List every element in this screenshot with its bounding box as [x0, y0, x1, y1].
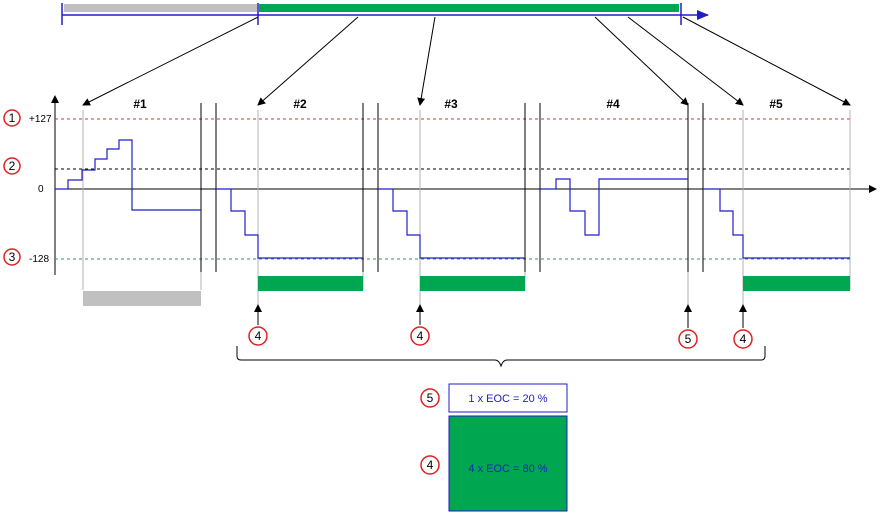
callout-number: 3	[9, 250, 16, 264]
upper-axis-label: +127	[29, 114, 52, 125]
window-label-3: #3	[444, 97, 458, 111]
summary-big-box-text: 4 x EOC = 80 %	[468, 463, 547, 475]
signal-window-3	[378, 188, 525, 259]
connector-window-2-start	[257, 16, 359, 106]
callout-number: 2	[9, 159, 16, 173]
green-result-bar-window-2	[258, 276, 363, 291]
timeline-green-bar	[259, 4, 679, 12]
callout-number: 5	[427, 391, 434, 405]
callout-upper: 1	[3, 109, 21, 127]
callout-bottom-window-2: 4	[248, 304, 268, 346]
green-result-bar-window-3	[420, 276, 525, 291]
callout-lower: 3	[3, 248, 21, 266]
top-timeline	[61, 3, 709, 25]
summary-small-callout: 5	[420, 388, 440, 408]
connector-window-3-start	[417, 16, 436, 106]
callout-circle	[678, 329, 698, 349]
callout-circle	[248, 326, 268, 346]
signal-traces	[55, 139, 850, 259]
callout-number: 4	[740, 332, 747, 346]
summary-small-box-text: 1 x EOC = 20 %	[468, 393, 547, 405]
callout-number: 4	[417, 329, 424, 343]
callout-mid: 2	[3, 157, 21, 175]
summary-small-box	[448, 383, 568, 413]
signal-window-2	[216, 188, 363, 259]
green-result-bar-window-5	[743, 276, 850, 291]
callout-circle	[3, 248, 21, 266]
window-dividers	[200, 103, 704, 272]
threshold-lines	[55, 118, 852, 260]
connector-window-1-start	[82, 16, 259, 106]
group-brace	[236, 346, 766, 368]
callout-circle	[420, 455, 440, 475]
connector-window-5-start	[627, 16, 744, 106]
signal-window-5	[703, 188, 850, 259]
zero-axis-label: 0	[38, 184, 44, 195]
summary-big-box	[448, 415, 568, 512]
timeline-gray-bar	[64, 4, 257, 12]
signal-window-4	[540, 178, 688, 236]
connector-arrows	[82, 16, 851, 106]
callout-circle	[410, 326, 430, 346]
callout-circle	[420, 388, 440, 408]
window-label-4: #4	[606, 97, 620, 111]
lower-axis-label: -128	[29, 254, 49, 265]
summary-big-callout: 4	[420, 455, 440, 475]
result-bars	[83, 276, 850, 306]
connector-window-5-end	[682, 16, 851, 106]
callout-circle	[3, 109, 21, 127]
callout-bottom-window-3: 4	[410, 304, 430, 346]
window-label-2: #2	[293, 97, 307, 111]
window-label-1: #1	[133, 97, 147, 111]
callout-circle	[3, 157, 21, 175]
gray-result-bar	[83, 291, 201, 306]
callout-number: 1	[9, 111, 16, 125]
callout-number: 4	[427, 458, 434, 472]
main-axes	[51, 95, 877, 275]
callout-bottom-window-4: 5	[678, 304, 698, 349]
callout-number: 5	[685, 332, 692, 346]
signal-window-1	[55, 139, 201, 211]
window-label-5: #5	[769, 97, 783, 111]
callout-bottom-window-5: 4	[733, 304, 753, 349]
callout-circle	[733, 329, 753, 349]
callout-number: 4	[255, 329, 262, 343]
connector-window-4-end	[594, 16, 689, 106]
